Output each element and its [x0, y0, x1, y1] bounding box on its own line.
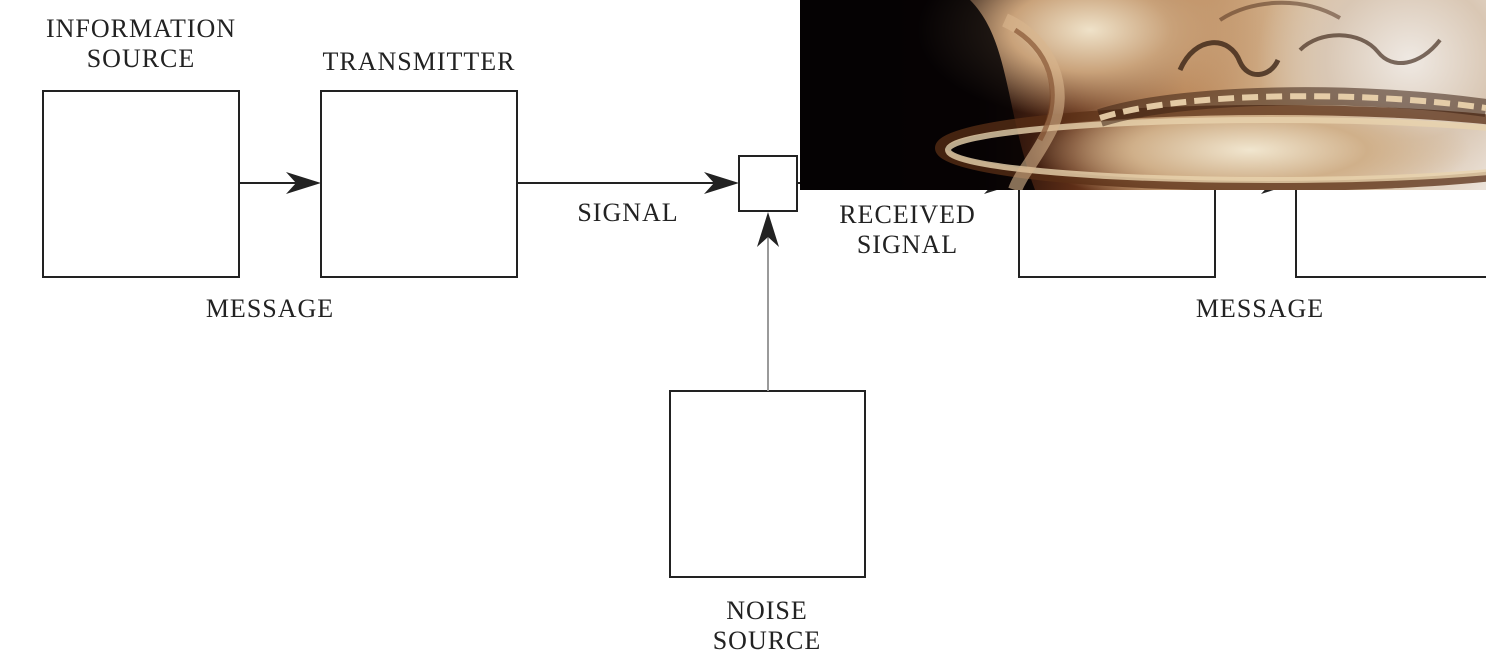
noise-source-label: NOISE SOURCE [712, 596, 822, 655]
received-signal-label: RECEIVED SIGNAL [839, 200, 976, 259]
signal-arrowhead [704, 172, 739, 194]
noise-node-box [738, 155, 798, 212]
noise-arrowhead [757, 212, 779, 247]
noise-source-box [669, 390, 866, 578]
information-source-box [42, 90, 240, 278]
message-label-left: MESSAGE [205, 294, 335, 323]
signal-label: SIGNAL [577, 198, 679, 227]
transmitter-label: TRANSMITTER [322, 47, 516, 76]
message-label-right: MESSAGE [1195, 294, 1325, 323]
message-arrowhead [286, 172, 321, 194]
engraved-vessel-photo [800, 0, 1486, 190]
information-source-label: INFORMATION SOURCE [45, 14, 237, 73]
engraved-vessel-photo-overlay [800, 0, 1486, 190]
transmitter-box [320, 90, 518, 278]
